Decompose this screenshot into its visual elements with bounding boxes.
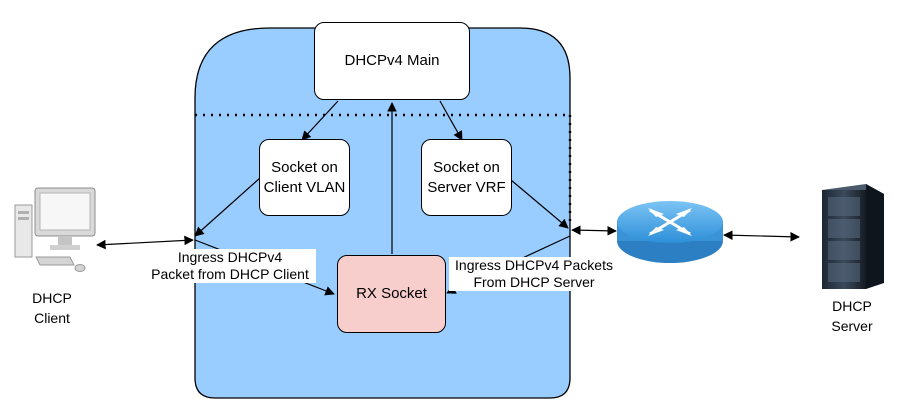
edge-router-link bbox=[571, 225, 617, 236]
dhcpv4-main-node: DHCPv4 Main bbox=[314, 22, 470, 100]
router-icon bbox=[617, 201, 723, 263]
server-rack-icon bbox=[822, 184, 884, 289]
rx-socket-label: RX Socket bbox=[356, 285, 427, 302]
edge-main-to-client-vlan bbox=[301, 100, 339, 141]
dhcp-client-label: DHCP Client bbox=[32, 290, 72, 326]
rx-socket-node: RX Socket bbox=[337, 255, 446, 333]
dhcp-server-label: DHCP Server bbox=[831, 298, 873, 334]
edge-client-link bbox=[96, 235, 194, 250]
socket-client-vlan-node: Socket on Client VLAN bbox=[259, 139, 350, 216]
socket-client-vlan-label: Socket on Client VLAN bbox=[263, 158, 346, 196]
process-region bbox=[194, 27, 571, 399]
ingress-server-label: Ingress DHCPv4 Packets From DHCP Server bbox=[449, 257, 619, 291]
edge-server-vrf-to-junction bbox=[510, 179, 569, 229]
edge-client-vlan-to-junction bbox=[194, 177, 261, 237]
socket-server-vrf-label: Socket on Server VRF bbox=[427, 158, 506, 196]
edge-main-to-server-vrf bbox=[439, 100, 463, 141]
dhcpv4-main-label: DHCPv4 Main bbox=[344, 52, 440, 69]
ingress-client-label: Ingress DHCPv4 Packet from DHCP Client bbox=[144, 249, 316, 283]
socket-server-vrf-node: Socket on Server VRF bbox=[421, 139, 512, 216]
edge-server-link bbox=[723, 230, 800, 242]
desktop-computer-icon bbox=[14, 187, 96, 272]
